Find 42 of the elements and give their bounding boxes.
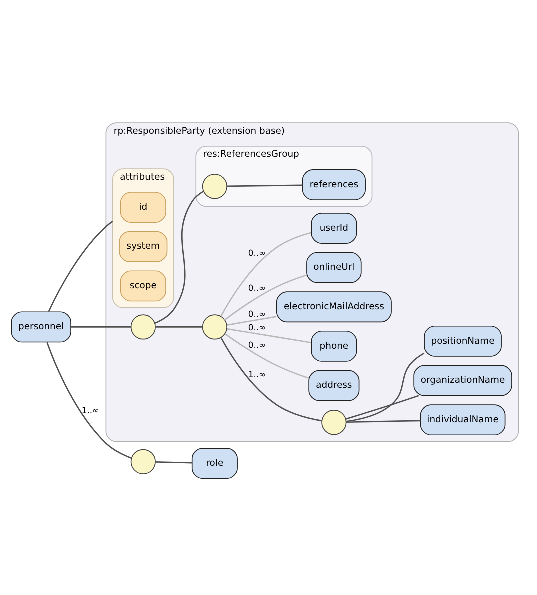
connector (71, 326, 132, 328)
connector (156, 462, 192, 464)
node-box: system (119, 231, 168, 262)
edge-label: 1..∞ (248, 369, 266, 380)
node-box: userId (311, 213, 358, 244)
node-box: onlineUrl (306, 252, 362, 284)
node-box: positionName (424, 326, 502, 357)
node-circle (322, 410, 347, 436)
edge-label: 0..∞ (248, 309, 266, 320)
edge-label: 1..∞ (82, 405, 100, 416)
node-circle (202, 174, 228, 200)
connector (346, 420, 421, 424)
connector (226, 328, 312, 344)
node-box: personnel (11, 312, 72, 343)
node-box: address (308, 370, 360, 402)
connector (154, 191, 204, 324)
node-box: electronicMailAddress (276, 292, 392, 323)
connector (220, 232, 312, 317)
connector (156, 326, 203, 328)
edge-label: 0..∞ (248, 248, 266, 258)
node-circle (130, 314, 156, 340)
edge-label: 0..∞ (248, 340, 266, 350)
connector (227, 184, 303, 188)
node-box: phone (311, 330, 358, 362)
node-box: id (120, 192, 166, 224)
connector (46, 342, 132, 459)
connector (346, 352, 425, 422)
connector (224, 274, 308, 321)
node-box: organizationName (414, 365, 512, 396)
node-box: individualName (420, 404, 506, 436)
connector (346, 395, 420, 420)
connector (226, 316, 277, 326)
connector (224, 334, 310, 380)
node-box: scope (120, 270, 166, 302)
node-box: references (302, 169, 366, 200)
node-box: role (192, 448, 238, 480)
edge-label: 0..∞ (248, 322, 266, 333)
edge-label: 0..∞ (248, 283, 266, 294)
connector (220, 337, 322, 422)
node-circle (130, 449, 156, 474)
node-circle (202, 314, 228, 340)
connector (48, 220, 114, 312)
